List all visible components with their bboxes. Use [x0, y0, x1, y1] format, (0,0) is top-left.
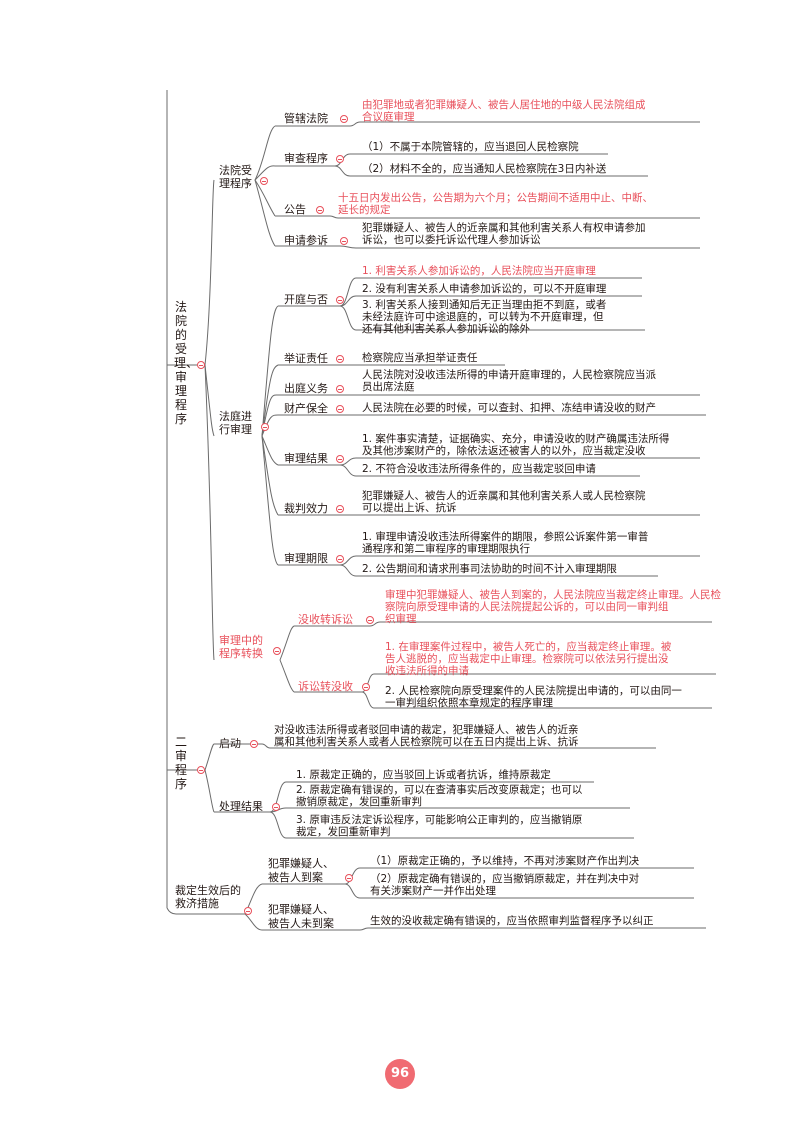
collapse-icon[interactable]: [197, 766, 205, 774]
collapse-icon[interactable]: [336, 155, 344, 163]
to-litigation-item-1a: 1. 在审理案件过程中，被告人死亡的，应当裁定终止审理。被: [385, 641, 672, 653]
present-item-2b: 有关涉案财产一并作出处理: [370, 885, 496, 897]
notice-text-2: 延长的规定: [338, 204, 391, 216]
node-handle-result: 处理结果: [219, 800, 263, 813]
node-suspect-absent-2: 被告人未到案: [268, 917, 334, 930]
absent-text: 生效的没收裁定确有错误的，应当依照审判监督程序予以纠正: [370, 915, 654, 927]
duty-text-1: 人民法院对没收违法所得的申请开庭审理的，人民检察院应当派: [362, 369, 656, 381]
node-apply: 申请参诉: [284, 234, 328, 247]
collapse-icon[interactable]: [197, 361, 205, 369]
to-confiscate-text-1: 审理中犯罪嫌疑人、被告人到案的，人民法院应当裁定终止审理。人民检: [385, 589, 721, 601]
collapse-icon[interactable]: [336, 505, 344, 513]
to-litigation-item-2b: 一审判组织依照本章规定的程序审理: [385, 697, 553, 709]
collapse-icon[interactable]: [366, 616, 374, 624]
collapse-icon[interactable]: [336, 455, 344, 463]
node-start: 启动: [219, 737, 241, 750]
handle-item-2b: 撤销原裁定，发回重新审判: [296, 796, 422, 808]
duty-text-2: 员出席法庭: [362, 381, 415, 393]
collapse-icon[interactable]: [244, 907, 252, 915]
open-item-3b: 未经法庭许可中途退庭的，可以转为不开庭审理，但: [362, 311, 604, 323]
to-litigation-item-1b: 告人逃脱的，应当裁定中止审理。检察院可以依法另行提出没: [385, 653, 669, 665]
present-item-1: （1）原裁定正确的，予以维持，不再对涉案财产作出判决: [370, 855, 640, 867]
result-item-1a: 1. 案件事实清楚，证据确实、充分，申请没收的财产确属违法所得: [362, 433, 670, 445]
node-review: 审查程序: [284, 152, 328, 165]
handle-item-2a: 2. 原裁定确有错误的，可以在查清事实后改变原裁定；也可以: [296, 784, 583, 796]
node-court-acceptance: 法院受理程序: [219, 164, 252, 190]
handle-item-3b: 裁定，发回重新审判: [296, 826, 391, 838]
section-second-instance: 二审程序: [174, 735, 187, 791]
jurisdiction-text-1: 由犯罪地或者犯罪嫌疑人、被告人居住地的中级人民法院组成: [362, 99, 646, 111]
node-suspect-present-2: 被告人到案: [268, 871, 323, 884]
period-item-1a: 1. 审理申请没收违法所得案件的期限，参照公诉案件第一审普: [362, 531, 649, 543]
notice-text-1: 十五日内发出公告，公告期为六个月；公告期间不适用中止、中断、: [338, 192, 653, 204]
collapse-icon[interactable]: [345, 874, 353, 882]
collapse-icon[interactable]: [340, 237, 348, 245]
collapse-icon[interactable]: [261, 423, 269, 431]
start-text-2: 属和其他利害关系人或者人民检察院可以在五日内提出上诉、抗诉: [274, 736, 579, 748]
period-item-1b: 通程序和第二审程序的审理期限执行: [362, 543, 530, 555]
apply-text-1: 犯罪嫌疑人、被告人的近亲属和其他利害关系人有权申请参加: [362, 222, 646, 234]
collapse-icon[interactable]: [336, 385, 344, 393]
node-suspect-present-1: 犯罪嫌疑人、: [268, 857, 334, 870]
to-litigation-item-1c: 收违法所得的申请: [385, 665, 469, 677]
apply-text-2: 诉讼，也可以委托诉讼代理人参加诉讼: [362, 234, 541, 246]
open-item-3a: 3. 利害关系人接到通知后无正当理由拒不到庭，或者: [362, 299, 607, 311]
node-procedure-conversion: 审理中的程序转换: [219, 634, 263, 660]
node-open-court: 开庭与否: [284, 293, 328, 306]
result-item-1b: 及其他涉案财产的，除依法返还被害人的以外，应当裁定没收: [362, 445, 646, 457]
node-proof: 举证责任: [284, 352, 328, 365]
collapse-icon[interactable]: [272, 803, 280, 811]
node-notice: 公告: [284, 203, 306, 216]
node-confiscation-to-litigation: 没收转诉讼: [298, 613, 353, 626]
open-item-2: 2. 没有利害关系人申请参加诉讼的，可以不开庭审理: [362, 283, 607, 295]
start-text-1: 对没收违法所得或者驳回申请的裁定，犯罪嫌疑人、被告人的近亲: [274, 724, 579, 736]
effect-text-1: 犯罪嫌疑人、被告人的近亲属和其他利害关系人或人民检察院: [362, 490, 646, 502]
to-litigation-item-2a: 2. 人民检察院向原受理案件的人民法院提出申请的，可以由同一: [385, 685, 682, 697]
collapse-icon[interactable]: [336, 296, 344, 304]
collapse-icon[interactable]: [340, 115, 348, 123]
node-suspect-absent-1: 犯罪嫌疑人、: [268, 903, 334, 916]
collapse-icon[interactable]: [250, 740, 258, 748]
to-confiscate-text-3: 织审理: [385, 613, 417, 625]
node-jurisdiction: 管辖法院: [284, 112, 328, 125]
open-item-1: 1. 利害关系人参加诉讼的，人民法院应当开庭审理: [362, 265, 596, 277]
node-duty: 出庭义务: [284, 382, 328, 395]
collapse-icon[interactable]: [273, 647, 281, 655]
node-period: 审理期限: [284, 552, 328, 565]
collapse-icon[interactable]: [260, 177, 268, 185]
open-item-3c: 还有其他利害关系人参加诉讼的除外: [362, 323, 530, 335]
collapse-icon[interactable]: [316, 206, 324, 214]
page-number: 96: [385, 1059, 415, 1089]
period-item-2: 2. 公告期间和请求刑事司法协助的时间不计入审理期限: [362, 563, 617, 575]
proof-text: 检察院应当承担举证责任: [362, 352, 478, 364]
node-effect: 裁判效力: [284, 502, 328, 515]
to-confiscate-text-2: 察院向原受理申请的人民法院提起公诉的，可以由同一审判组: [385, 601, 669, 613]
jurisdiction-text-2: 合议庭审理: [362, 111, 415, 123]
node-result: 审理结果: [284, 452, 328, 465]
result-item-2: 2. 不符合没收违法所得条件的，应当裁定驳回申请: [362, 463, 596, 475]
node-court-trial: 法庭进行审理: [219, 410, 252, 436]
section-court-acceptance-trial: 法院的受理、审理程序: [174, 300, 199, 426]
section-remedy-after-effective: 裁定生效后的救济措施: [175, 884, 241, 910]
handle-item-3a: 3. 原审违反法定诉讼程序，可能影响公正审判的，应当撤销原: [296, 814, 583, 826]
node-litigation-to-confiscation: 诉讼转没收: [298, 680, 353, 693]
node-preserve: 财产保全: [284, 402, 328, 415]
collapse-icon[interactable]: [336, 555, 344, 563]
collapse-icon[interactable]: [336, 355, 344, 363]
collapse-icon[interactable]: [336, 405, 344, 413]
preserve-text: 人民法院在必要的时候，可以查封、扣押、冻结申请没收的财产: [362, 402, 656, 414]
review-item-1: （1）不属于本院管辖的，应当退回人民检察院: [362, 141, 579, 153]
review-item-2: （2）材料不全的，应当通知人民检察院在3日内补送: [362, 163, 607, 175]
effect-text-2: 可以提出上诉、抗诉: [362, 502, 457, 514]
handle-item-1: 1. 原裁定正确的，应当驳回上诉或者抗诉，维持原裁定: [296, 769, 551, 781]
present-item-2a: （2）原裁定确有错误的，应当撤销原裁定，并在判决中对: [370, 873, 640, 885]
collapse-icon[interactable]: [362, 683, 370, 691]
